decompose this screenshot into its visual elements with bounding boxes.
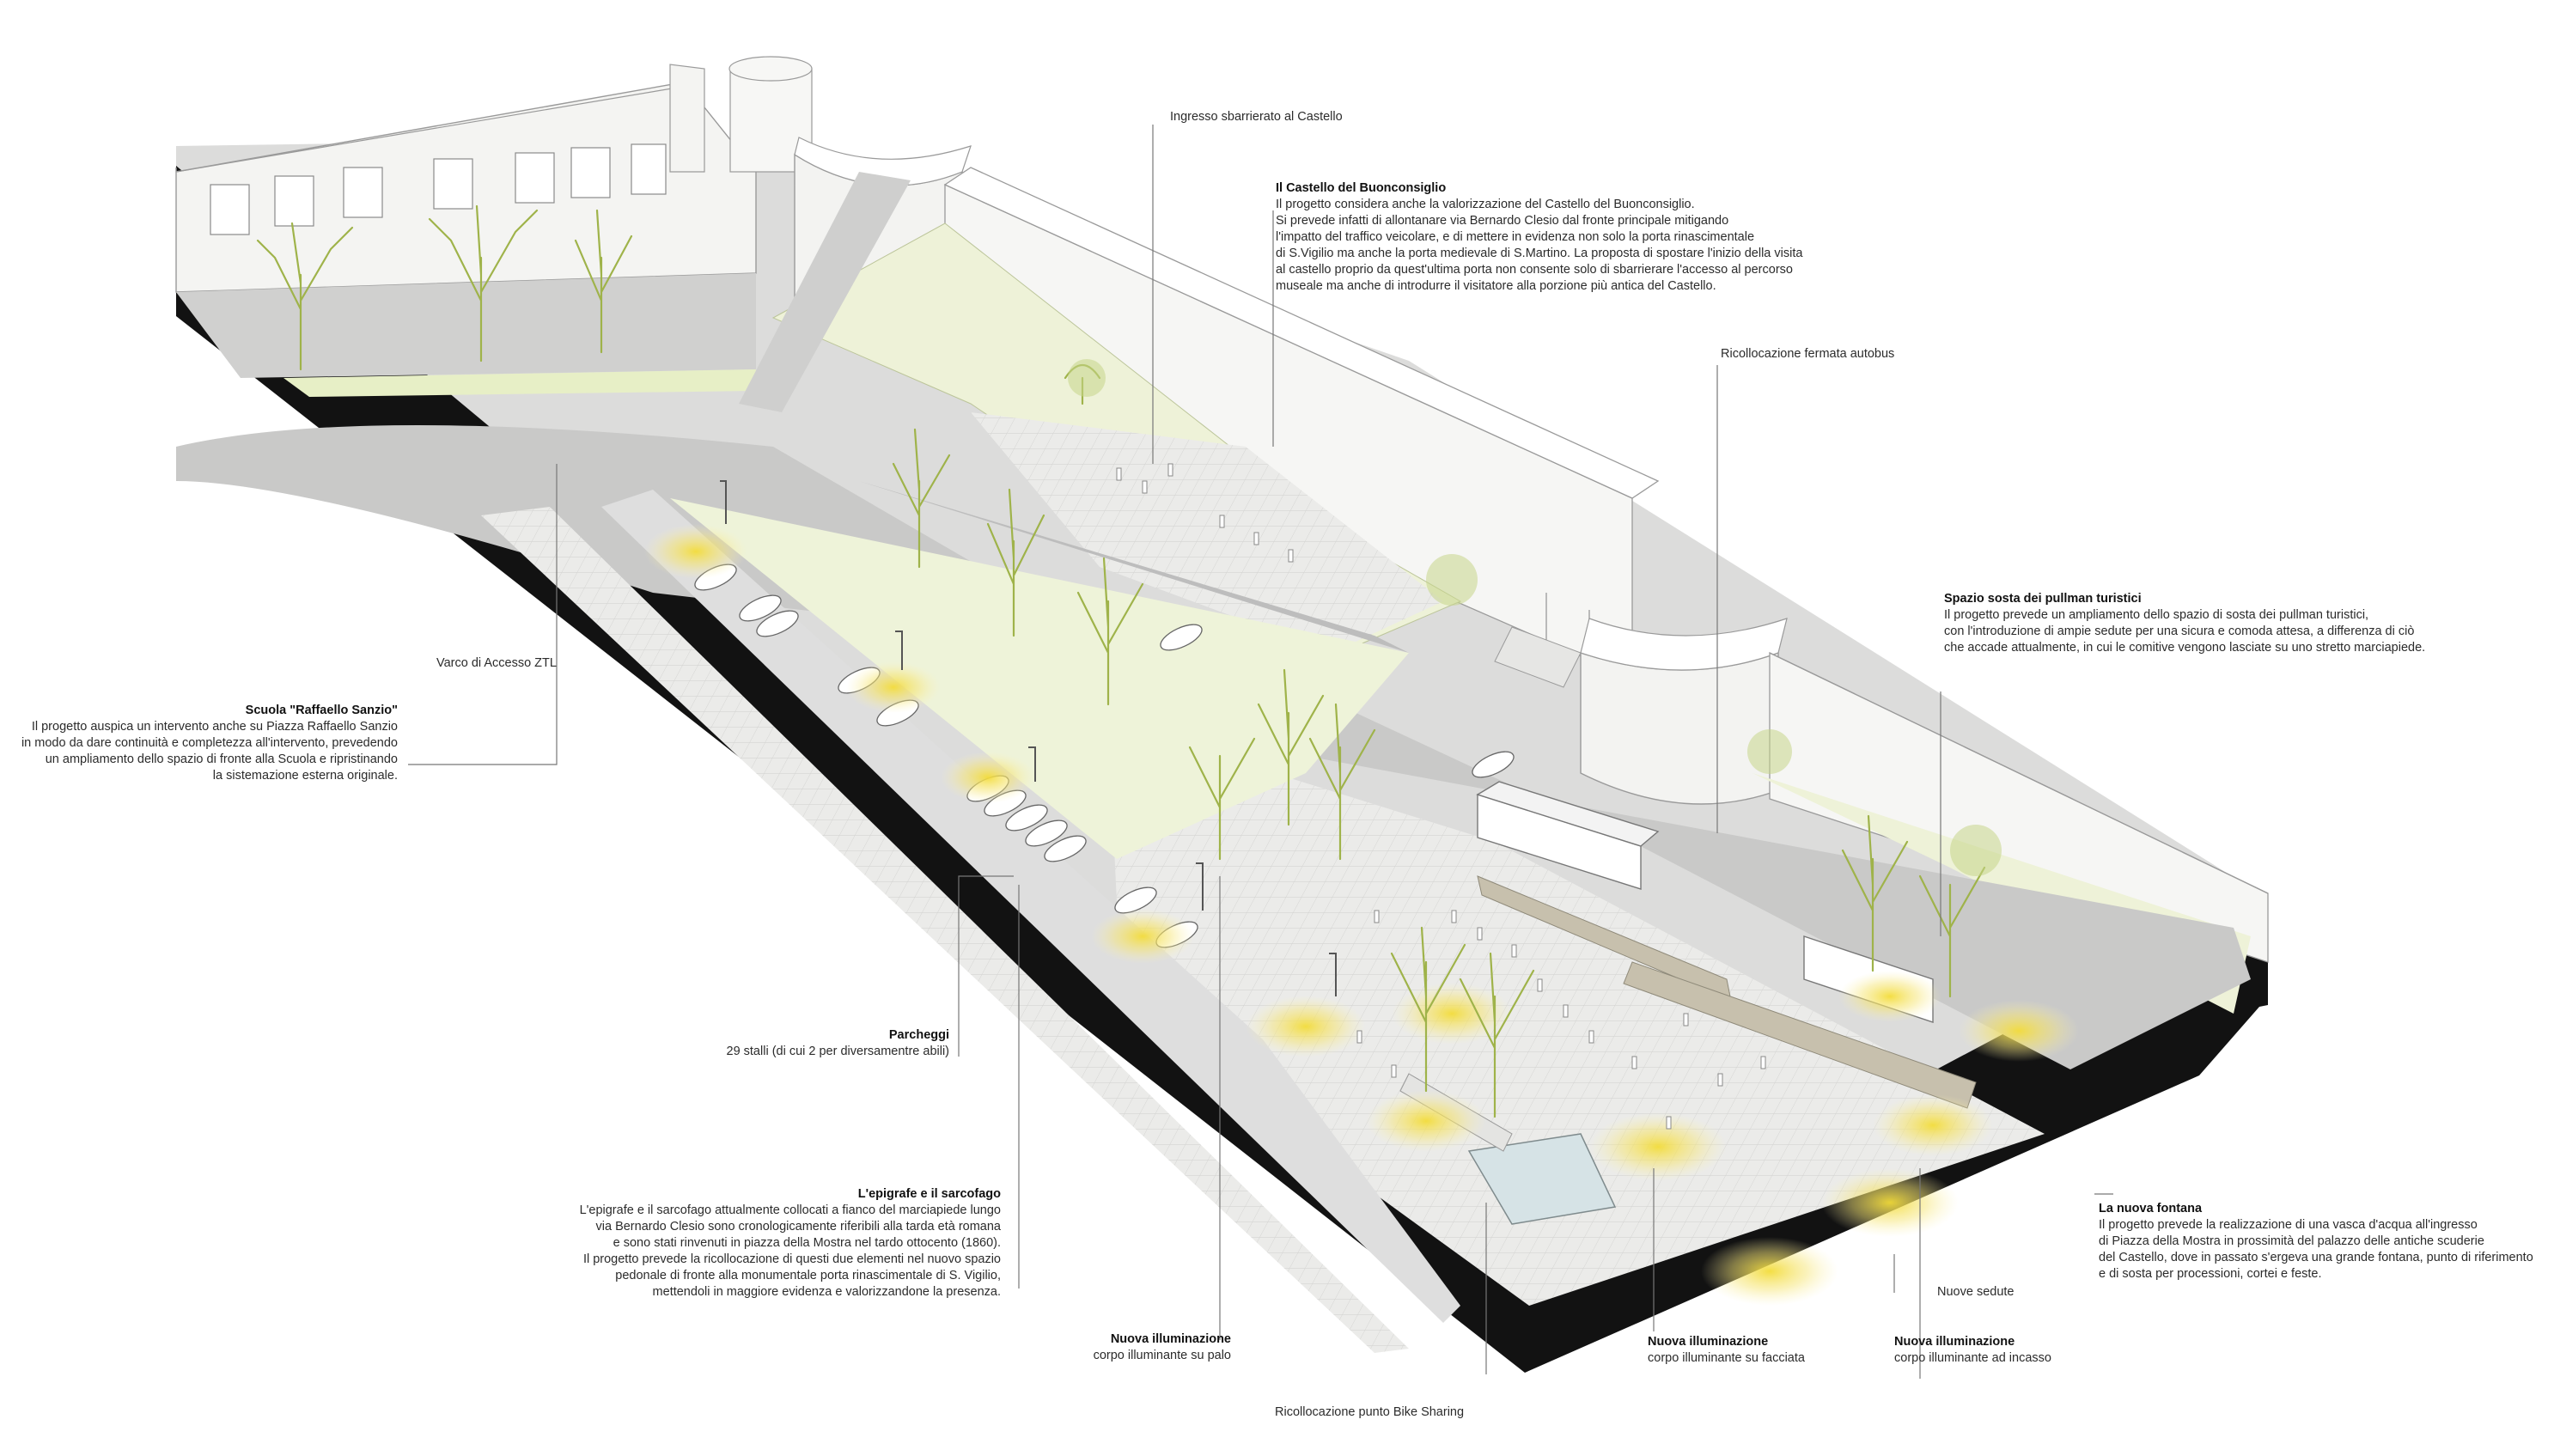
fountain-pool: [1467, 1133, 1617, 1225]
scuola-line: la sistemazione esterna originale.: [212, 769, 398, 783]
school-square: [176, 273, 756, 378]
castello-line: al castello proprio da quest'ultima port…: [1276, 263, 1793, 277]
light-poles: [720, 480, 1337, 996]
annotation-parcheggi: Parcheggi 29 stalli (di cui 2 per divers…: [727, 1027, 950, 1060]
fontana-line: di Piazza della Mostra in prossimità del…: [2099, 1234, 2484, 1248]
annotation-ingresso: Ingresso sbarrierato al Castello: [1170, 109, 1343, 125]
tree-canopies: [1068, 359, 2002, 876]
castello-line: l'impatto del traffico veicolare, e di m…: [1276, 230, 1755, 244]
light-glows: [644, 524, 2079, 1306]
school-building: [175, 64, 757, 293]
epigrafe-line: e sono stati rinvenuti in piazza della M…: [613, 1236, 1001, 1250]
green-triangle: [670, 498, 1409, 859]
parking-strip: [601, 490, 1460, 1323]
parcheggi-title: Parcheggi: [888, 1028, 949, 1042]
epigrafe-line: L'epigrafe e il sarcofago attualmente co…: [579, 1203, 1001, 1217]
fermata-label: Ricollocazione fermata autobus: [1721, 347, 1895, 361]
castello-title: Il Castello del Buonconsiglio: [1276, 181, 1447, 195]
varco-label: Varco di Accesso ZTL: [436, 656, 557, 670]
pullman-line: Il progetto prevede un ampliamento dello…: [1944, 608, 2369, 622]
ill-incasso-title: Nuova illuminazione: [1894, 1335, 2015, 1349]
fontana-line: del Castello, dove in passato s'ergeva u…: [2099, 1251, 2533, 1264]
pullman-line: con l'introduzione di ampie sedute per u…: [1944, 624, 2415, 638]
fontana-line: e di sosta per processioni, cortei e fes…: [2099, 1267, 2322, 1281]
castello-line: Si prevede infatti di allontanare via Be…: [1276, 214, 1729, 228]
annotation-fontana: La nuova fontana Il progetto prevede la …: [2099, 1201, 2533, 1282]
fontana-line: Il progetto prevede la realizzazione di …: [2099, 1218, 2478, 1232]
castello-line: di S.Vigilio ma anche la porta medievale…: [1276, 247, 1803, 260]
scuola-line: Il progetto auspica un intervento anche …: [31, 720, 398, 734]
annotation-bike: Ricollocazione punto Bike Sharing: [1275, 1404, 1464, 1421]
sedute-label: Nuove sedute: [1937, 1285, 2015, 1299]
annotation-castello: Il Castello del Buonconsiglio Il progett…: [1276, 180, 1802, 295]
sidewalk-band: [481, 507, 1409, 1353]
castle-tower-right: [1580, 618, 1788, 805]
ill-palo-title: Nuova illuminazione: [1110, 1332, 1231, 1346]
pullman-line: che accade attualmente, in cui le comiti…: [1944, 641, 2426, 655]
scuola-line: in modo da dare continuità e completezza…: [21, 736, 398, 750]
epigrafe-line: Il progetto prevede la ricollocazione di…: [582, 1252, 1001, 1266]
castello-line: Il progetto considera anche la valorizza…: [1276, 198, 1695, 211]
ill-incasso-line: corpo illuminante ad incasso: [1894, 1351, 2051, 1365]
castello-line: museale ma anche di introdurre il visita…: [1276, 279, 1716, 293]
scuola-title: Scuola "Raffaello Sanzio": [245, 704, 398, 717]
castle-forecourt: [971, 412, 1443, 653]
epigrafe-line: mettendoli in maggiore evidenza e valori…: [652, 1285, 1001, 1299]
median-wedge: [859, 481, 1409, 653]
epigrafe-title: L'epigrafe e il sarcofago: [857, 1187, 1001, 1201]
ill-facciata-title: Nuova illuminazione: [1648, 1335, 1769, 1349]
annotation-ill-facciata: Nuova illuminazione corpo illuminante su…: [1648, 1334, 1805, 1367]
annotation-epigrafe: L'epigrafe e il sarcofago L'epigrafe e i…: [580, 1186, 1001, 1301]
parcheggi-line: 29 stalli (di cui 2 per diversamentre ab…: [726, 1045, 950, 1058]
stairs: [1494, 626, 1582, 688]
annotation-ill-incasso: Nuova illuminazione corpo illuminante ad…: [1894, 1334, 2051, 1367]
annotation-fermata: Ricollocazione fermata autobus: [1721, 346, 1894, 362]
scuola-line: un ampliamento dello spazio di fronte al…: [45, 752, 398, 766]
epigrafe-line: pedonale di fronte alla monumentale port…: [615, 1269, 1001, 1282]
pedestrians: [1116, 463, 1766, 1130]
bike-label: Ricollocazione punto Bike Sharing: [1275, 1405, 1465, 1419]
ill-palo-line: corpo illuminante su palo: [1093, 1349, 1231, 1362]
leader-lines: [408, 125, 2113, 1379]
ingresso-label: Ingresso sbarrierato al Castello: [1170, 110, 1343, 124]
ill-facciata-line: corpo illuminante su facciata: [1648, 1351, 1805, 1365]
annotation-scuola: Scuola "Raffaello Sanzio" Il progetto au…: [21, 703, 398, 784]
annotation-sedute: Nuove sedute: [1937, 1284, 2014, 1301]
epigrafe-line: via Bernardo Clesio sono cronologicament…: [595, 1220, 1002, 1234]
fontana-title: La nuova fontana: [2099, 1202, 2203, 1215]
pullman-title: Spazio sosta dei pullman turistici: [1944, 592, 2142, 606]
annotation-varco: Varco di Accesso ZTL: [436, 655, 557, 672]
annotation-ill-palo: Nuova illuminazione corpo illuminante su…: [1094, 1331, 1231, 1364]
annotation-pullman: Spazio sosta dei pullman turistici Il pr…: [1944, 591, 2425, 656]
trees: [256, 204, 1986, 1118]
